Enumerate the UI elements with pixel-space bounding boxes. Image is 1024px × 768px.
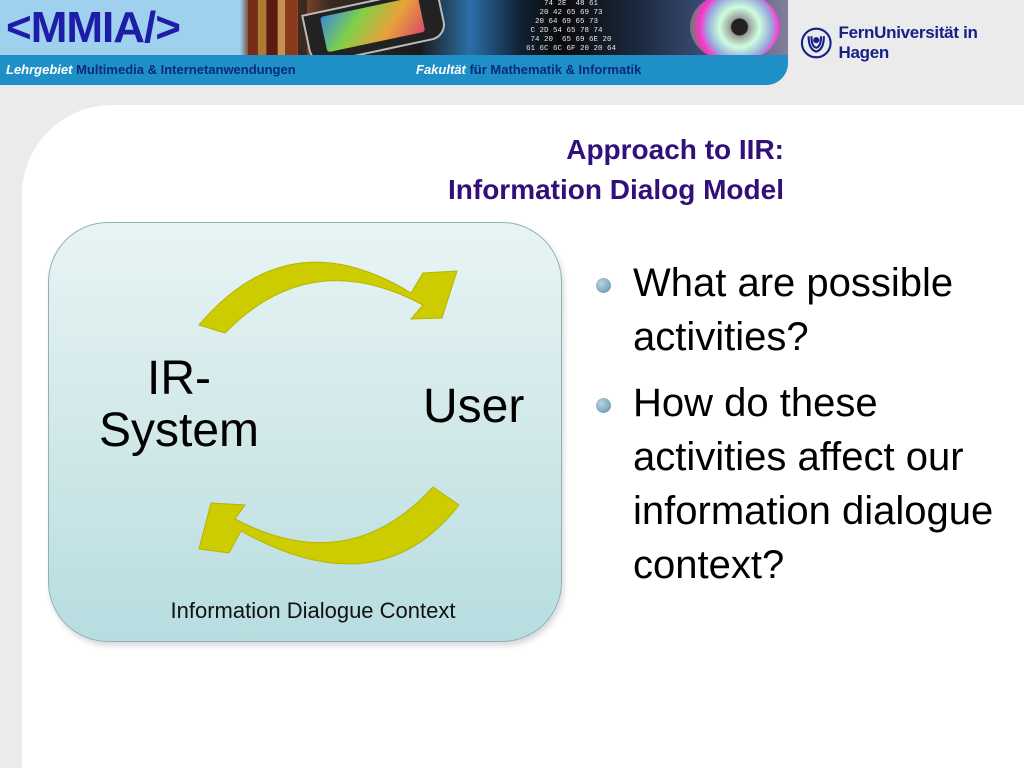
- banner-image: <MMIA/> 74 2E 48 61 20 42 65 69 73 20 64…: [0, 0, 788, 66]
- faculty-line: Fakultät für Mathematik & Informatik: [416, 55, 641, 85]
- phone-screen: [319, 0, 426, 53]
- ir-system-label-line2: System: [98, 404, 260, 457]
- department-line: Lehrgebiet Multimedia & Internetanwendun…: [6, 55, 296, 85]
- cycle-arrows: [198, 261, 460, 565]
- header: <MMIA/> 74 2E 48 61 20 42 65 69 73 20 64…: [0, 0, 1024, 100]
- bullet-text: What are possible activities?: [633, 261, 954, 359]
- department-value: Multimedia & Internetanwendungen: [76, 62, 296, 77]
- faculty-key: Fakultät: [416, 62, 466, 77]
- ir-system-node: IR- System: [79, 353, 279, 457]
- header-info-bar: Lehrgebiet Multimedia & Internetanwendun…: [0, 55, 788, 85]
- bullet-list: What are possible activities? How do the…: [596, 256, 1006, 604]
- bottom-arrow: [198, 486, 460, 565]
- slide-title-line1: Approach to IIR:: [566, 134, 784, 165]
- university-logo: FernUniversität in Hagen: [800, 23, 1024, 62]
- slide-title-line2: Information Dialog Model: [448, 174, 784, 205]
- context-label: Information Dialogue Context: [170, 598, 456, 623]
- mmia-logo: <MMIA/>: [6, 3, 181, 52]
- department-key: Lehrgebiet: [6, 62, 73, 77]
- university-name: FernUniversität in Hagen: [838, 23, 978, 62]
- user-node: User: [423, 380, 525, 433]
- disc-image: [690, 0, 780, 62]
- books-image: [248, 0, 307, 55]
- bullet-dot-icon: [596, 278, 611, 293]
- faculty-value: für Mathematik & Informatik: [469, 62, 642, 77]
- bullet-item: How do these activities affect our infor…: [596, 376, 1006, 592]
- bullet-item: What are possible activities?: [596, 256, 1006, 364]
- ir-system-label-line1: IR-: [147, 352, 211, 405]
- university-emblem-icon: [800, 27, 832, 59]
- dialog-model-diagram: IR- System User Information Dialogue Con…: [48, 222, 562, 642]
- slide-title: Approach to IIR: Information Dialog Mode…: [300, 130, 784, 210]
- header-banner: <MMIA/> 74 2E 48 61 20 42 65 69 73 20 64…: [0, 0, 788, 85]
- hex-code-text: 74 2E 48 61 20 42 65 69 73 20 64 69 65 7…: [526, 0, 617, 53]
- top-arrow: [198, 261, 458, 334]
- bullet-dot-icon: [596, 398, 611, 413]
- bullet-text: How do these activities affect our infor…: [633, 381, 994, 587]
